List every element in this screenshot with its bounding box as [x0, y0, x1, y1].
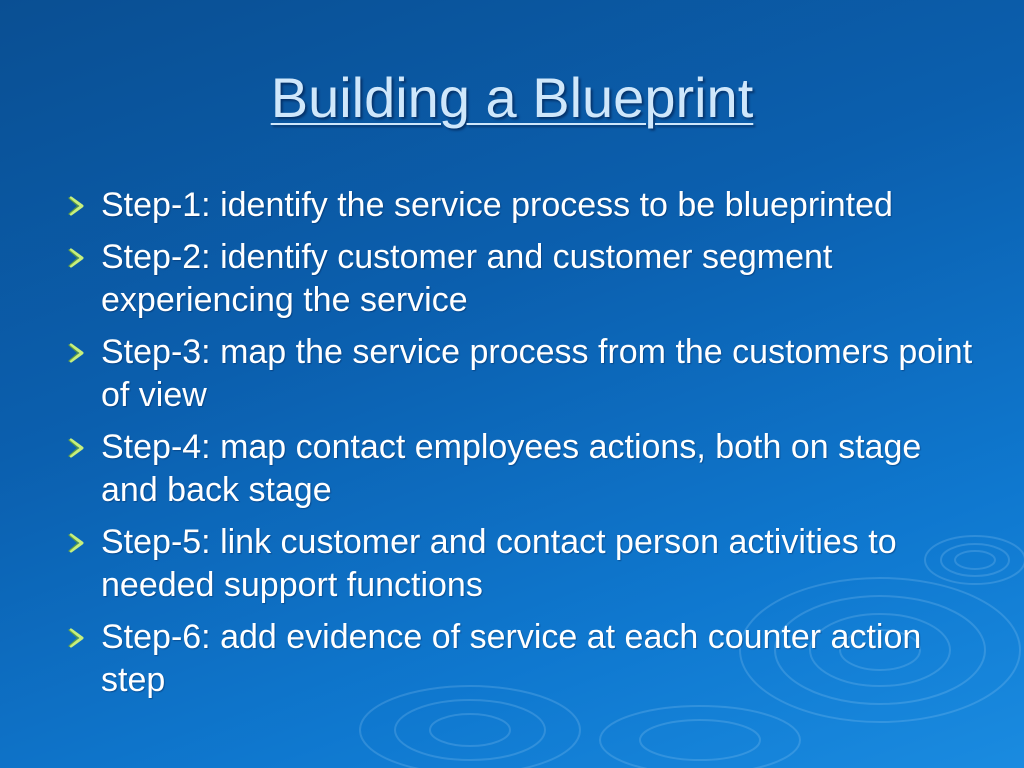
bullet-item: Step-6: add evidence of service at each … [60, 616, 980, 702]
bullet-text: Step-1: identify the service process to … [101, 186, 893, 224]
chevron-arrow-icon [68, 196, 84, 216]
chevron-arrow-icon [68, 533, 84, 553]
slide-title: Building a Blueprint [270, 66, 754, 129]
bullet-text: Step-2: identify customer and customer s… [101, 238, 833, 319]
chevron-arrow-icon [68, 343, 84, 363]
bullet-text: Step-3: map the service process from the… [101, 333, 973, 414]
bullet-item: Step-2: identify customer and customer s… [60, 236, 980, 322]
chevron-arrow-icon [68, 248, 84, 268]
bullet-text: Step-4: map contact employees actions, b… [101, 428, 922, 509]
bullet-item: Step-5: link customer and contact person… [60, 521, 980, 607]
bullet-text: Step-6: add evidence of service at each … [101, 618, 922, 699]
bullet-item: Step-1: identify the service process to … [60, 184, 980, 227]
bullet-item: Step-3: map the service process from the… [60, 331, 980, 417]
bullet-text: Step-5: link customer and contact person… [101, 523, 897, 604]
bullet-item: Step-4: map contact employees actions, b… [60, 426, 980, 512]
chevron-arrow-icon [68, 628, 84, 648]
chevron-arrow-icon [68, 438, 84, 458]
bullet-list: Step-1: identify the service process to … [60, 184, 980, 711]
